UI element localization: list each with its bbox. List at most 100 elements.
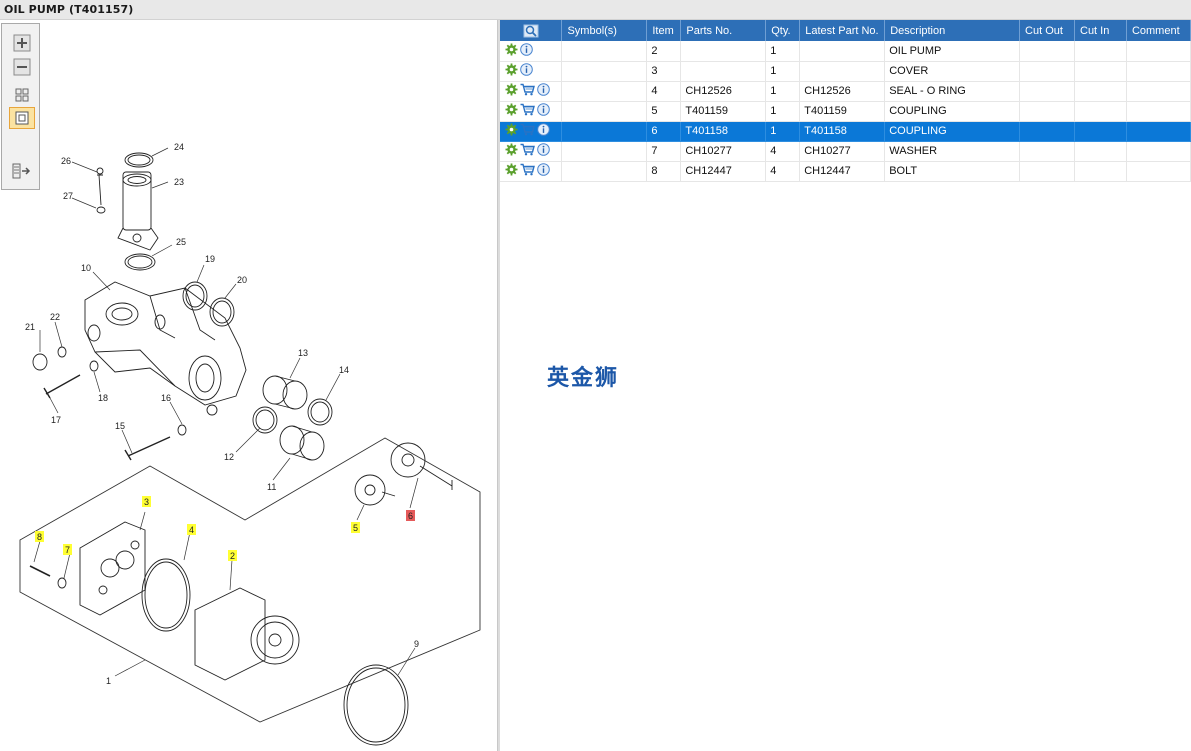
cell-cut-in (1074, 61, 1127, 82)
table-header-row: Symbol(s) Item Parts No. Qty. Latest Par… (500, 20, 1191, 41)
callout-14: 14 (339, 365, 349, 375)
info-icon[interactable] (520, 42, 533, 59)
column-header-item[interactable]: Item (646, 20, 682, 41)
gear-icon[interactable] (505, 163, 518, 179)
seal-4 (141, 558, 191, 632)
cart-icon[interactable] (520, 103, 535, 119)
bolt-26 (97, 174, 103, 206)
cell-comment (1126, 141, 1191, 162)
cell-parts-no: CH10277 (680, 141, 767, 162)
info-icon[interactable] (520, 63, 533, 79)
gear-icon[interactable] (505, 123, 518, 139)
zoom-in-button[interactable] (9, 32, 35, 54)
cell-cut-in (1074, 161, 1127, 182)
cell-latest-part-no: CH12447 (799, 161, 886, 182)
info-icon[interactable] (537, 123, 550, 139)
column-header-qty[interactable]: Qty. (765, 20, 801, 41)
pane-splitter[interactable] (497, 20, 500, 751)
cell-parts-no: T401159 (680, 101, 767, 122)
gear-icon[interactable] (505, 63, 518, 79)
callout-7: 7 (65, 545, 70, 555)
o-ring-25 (124, 253, 156, 271)
callout-16: 16 (161, 393, 171, 403)
zoom-out-icon (13, 58, 31, 76)
gear-icon[interactable] (505, 103, 518, 119)
column-header-comment[interactable]: Comment (1126, 20, 1191, 41)
cell-cut-in (1074, 141, 1127, 162)
cell-latest-part-no (799, 41, 886, 62)
kit-frame (19, 437, 481, 723)
cell-symbols (561, 81, 648, 102)
column-header-description[interactable]: Description (884, 20, 1021, 41)
cart-icon[interactable] (520, 123, 535, 139)
sleeve-11-part (279, 425, 325, 461)
gear-5-part (354, 474, 396, 506)
info-icon[interactable] (537, 103, 550, 119)
cart-icon[interactable] (520, 143, 535, 159)
o-ring-14 (307, 398, 333, 426)
cell-latest-part-no: T401159 (799, 101, 886, 122)
layout-toggle-button[interactable] (9, 160, 35, 182)
cell-parts-no: CH12526 (680, 81, 767, 102)
oil-pump-part (194, 587, 300, 681)
o-ring-19 (182, 281, 208, 311)
cell-qty: 1 (765, 101, 801, 122)
washer-22 (57, 346, 67, 358)
info-icon[interactable] (537, 143, 550, 159)
callout-4: 4 (189, 525, 194, 535)
callout-3: 3 (144, 497, 149, 507)
cell-description: BOLT (884, 161, 1021, 182)
cell-parts-no (680, 61, 767, 82)
cell-symbols (561, 161, 648, 182)
column-header-symbols[interactable]: Symbol(s) (561, 20, 648, 41)
cell-qty: 4 (765, 141, 801, 162)
callout-11: 11 (267, 482, 276, 492)
search-icon (523, 24, 539, 37)
cell-latest-part-no: T401158 (799, 121, 886, 142)
column-header-cut-out[interactable]: Cut Out (1019, 20, 1075, 41)
cell-cut-in (1074, 41, 1127, 62)
column-header-latest-part-no[interactable]: Latest Part No. (799, 20, 886, 41)
callout-20: 20 (237, 275, 247, 285)
callout-13: 13 (298, 348, 308, 358)
cell-latest-part-no: CH12526 (799, 81, 886, 102)
cell-latest-part-no (799, 61, 886, 82)
gear-icon[interactable] (505, 43, 518, 59)
cell-description: WASHER (884, 141, 1021, 162)
row-actions-cell (500, 41, 563, 62)
fit-all-button[interactable] (9, 84, 35, 106)
cell-cut-in (1074, 121, 1127, 142)
info-icon[interactable] (537, 83, 550, 99)
cell-item: 3 (646, 61, 682, 82)
exploded-view-drawing[interactable]: 24 23 26 27 25 19 20 10 21 22 18 17 16 1… (0, 20, 497, 751)
cell-cut-out (1019, 41, 1075, 62)
washer-27 (96, 206, 106, 214)
zoom-out-button[interactable] (9, 56, 35, 78)
cell-description: COUPLING (884, 121, 1021, 142)
column-header-search[interactable] (500, 20, 563, 41)
gear-icon[interactable] (505, 143, 518, 159)
callout-15: 15 (115, 421, 125, 431)
washer-18 (89, 360, 99, 372)
cell-cut-out (1019, 81, 1075, 102)
callout-26: 26 (61, 156, 71, 166)
drawing-pane[interactable]: 24 23 26 27 25 19 20 10 21 22 18 17 16 1… (0, 20, 497, 751)
o-ring-24 (124, 152, 154, 168)
cart-icon[interactable] (520, 163, 535, 179)
cart-icon[interactable] (520, 83, 535, 99)
column-header-parts-no[interactable]: Parts No. (680, 20, 767, 41)
fit-window-button[interactable] (9, 107, 35, 129)
zoom-in-icon (13, 34, 31, 52)
gear-icon[interactable] (505, 83, 518, 99)
callout-9: 9 (414, 639, 419, 649)
column-header-cut-in[interactable]: Cut In (1074, 20, 1127, 41)
info-icon[interactable] (537, 163, 550, 179)
cell-comment (1126, 61, 1191, 82)
